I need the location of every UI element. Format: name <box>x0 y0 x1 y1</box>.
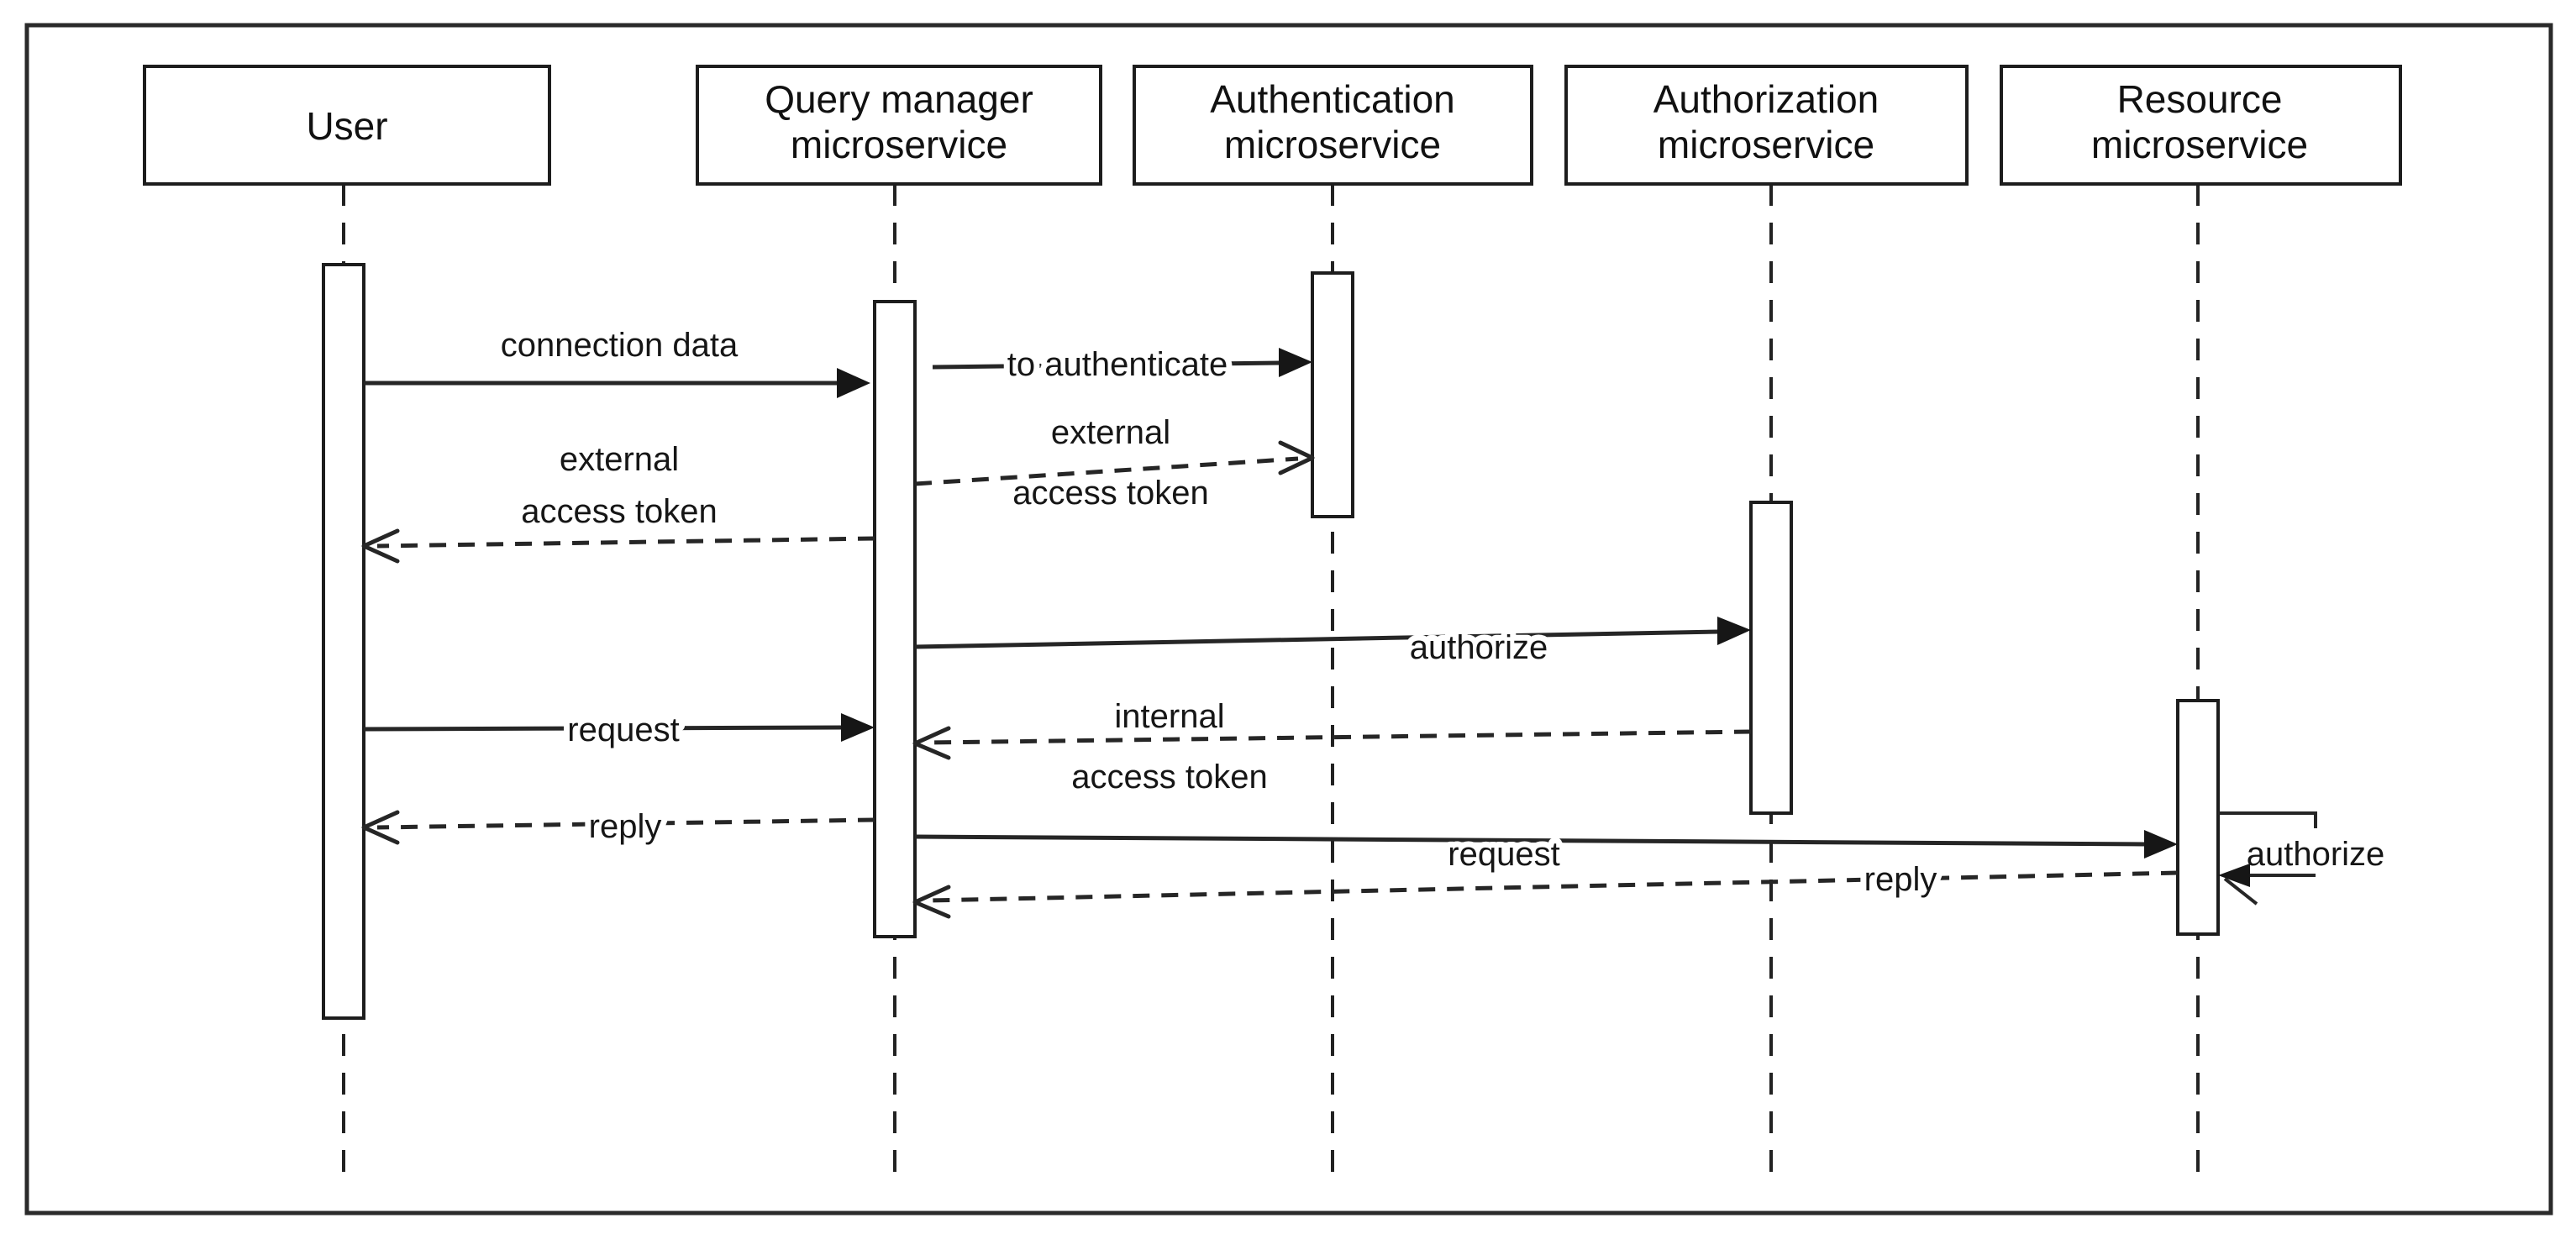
arrowhead-reply-to-query-manager <box>912 885 951 919</box>
message-label-to-authenticate: to authenticate <box>1007 346 1228 383</box>
arrowhead-authorize-self-tail <box>2223 877 2258 906</box>
participant-label-query-manager-line1: Query manager <box>765 77 1033 121</box>
participant-box-user <box>143 65 551 186</box>
arrowhead-authorize <box>1717 617 1751 645</box>
message-line-authorize <box>914 629 1720 649</box>
participant-box-authorization <box>1564 65 1969 186</box>
message-label-request-to-query-manager: request <box>567 712 679 748</box>
participant-box-query-manager <box>696 65 1102 186</box>
participant-label-authentication-line2: microservice <box>1224 123 1441 166</box>
message-line-external-access-token-to-authentication <box>914 456 1299 486</box>
message-internal-access-token: internal access token <box>912 692 1752 801</box>
message-label-internal-line2: access token <box>1071 759 1267 796</box>
participant-label-resource-line1: Resource <box>2117 77 2283 121</box>
participant-box-authentication <box>1133 65 1533 186</box>
arrowhead-connection-data <box>837 368 870 398</box>
message-label-external-line2: access token <box>1012 475 1208 512</box>
activation-bar-user <box>322 263 365 1020</box>
activation-bar-authentication <box>1311 271 1354 518</box>
activation-bar-authorization <box>1749 501 1793 815</box>
participant-label-user: User <box>306 104 387 148</box>
message-connection-data: connection data <box>364 327 870 398</box>
participant-authentication: Authentication microservice <box>1133 65 1533 186</box>
arrowhead-reply-to-user <box>361 810 400 845</box>
message-to-authenticate: to authenticate <box>932 340 1312 389</box>
message-label-external-user-line2: access token <box>521 493 717 530</box>
message-authorize: authorize <box>914 617 1751 672</box>
activation-bar-query-manager <box>873 300 917 938</box>
participant-query-manager: Query manager microservice <box>696 65 1102 186</box>
message-line-external-access-token-to-user <box>376 536 875 549</box>
message-label-internal-line1: internal <box>1114 698 1224 735</box>
message-reply-to-user: reply <box>361 802 875 851</box>
message-label-connection-data: connection data <box>501 327 739 364</box>
participant-label-query-manager-line2: microservice <box>791 123 1007 166</box>
message-label-external-line1: external <box>1051 414 1170 451</box>
participant-label-authorization-line1: Authorization <box>1653 77 1879 121</box>
message-line-request-to-resource <box>914 834 2147 847</box>
message-authorize-self: authorize <box>2218 811 2385 906</box>
activation-bar-resource <box>2176 699 2220 936</box>
message-external-access-token-to-authentication: external access token <box>914 408 1315 517</box>
message-label-reply-to-user: reply <box>589 808 662 845</box>
arrowhead-to-authenticate <box>1279 348 1312 377</box>
participant-label-authentication-line1: Authentication <box>1210 77 1455 121</box>
message-external-access-token-to-user: external access token <box>361 441 875 564</box>
participant-user: User <box>143 65 551 186</box>
message-line-request-to-query-manager <box>363 725 844 732</box>
message-line-authorize-self-out <box>2218 811 2317 828</box>
activation-bars <box>322 263 2220 1020</box>
participant-box-resource <box>2000 65 2402 186</box>
arrowhead-request-to-resource <box>2144 830 2178 859</box>
message-reply-to-query-manager: reply <box>912 855 2179 919</box>
message-line-internal-access-token <box>928 729 1752 745</box>
message-line-reply-to-query-manager <box>928 870 2179 903</box>
arrowhead-external-access-token-to-authentication <box>1278 440 1315 475</box>
participant-label-authorization-line2: microservice <box>1658 123 1874 166</box>
message-label-reply-to-query-manager: reply <box>1864 861 1937 898</box>
message-label-authorize: authorize <box>1410 629 1548 666</box>
message-label-authorize-self: authorize <box>2247 836 2385 873</box>
arrowhead-external-access-token-to-user <box>361 528 400 564</box>
participant-authorization: Authorization microservice <box>1564 65 1969 186</box>
arrowhead-authorize-self <box>2218 864 2250 887</box>
message-line-reply-to-user <box>376 817 875 830</box>
message-line-to-authenticate <box>932 360 1281 370</box>
participant-label-resource-line2: microservice <box>2091 123 2308 166</box>
message-request-to-resource: request <box>914 830 2178 879</box>
arrowhead-request-to-query-manager <box>841 713 875 742</box>
message-label-external-user-line1: external <box>560 441 679 478</box>
message-request-to-query-manager: request <box>363 706 875 754</box>
diagram-border <box>24 23 2553 1216</box>
participant-resource: Resource microservice <box>2000 65 2402 186</box>
arrowhead-internal-access-token <box>912 726 951 760</box>
message-label-request-to-resource: request <box>1448 836 1559 873</box>
